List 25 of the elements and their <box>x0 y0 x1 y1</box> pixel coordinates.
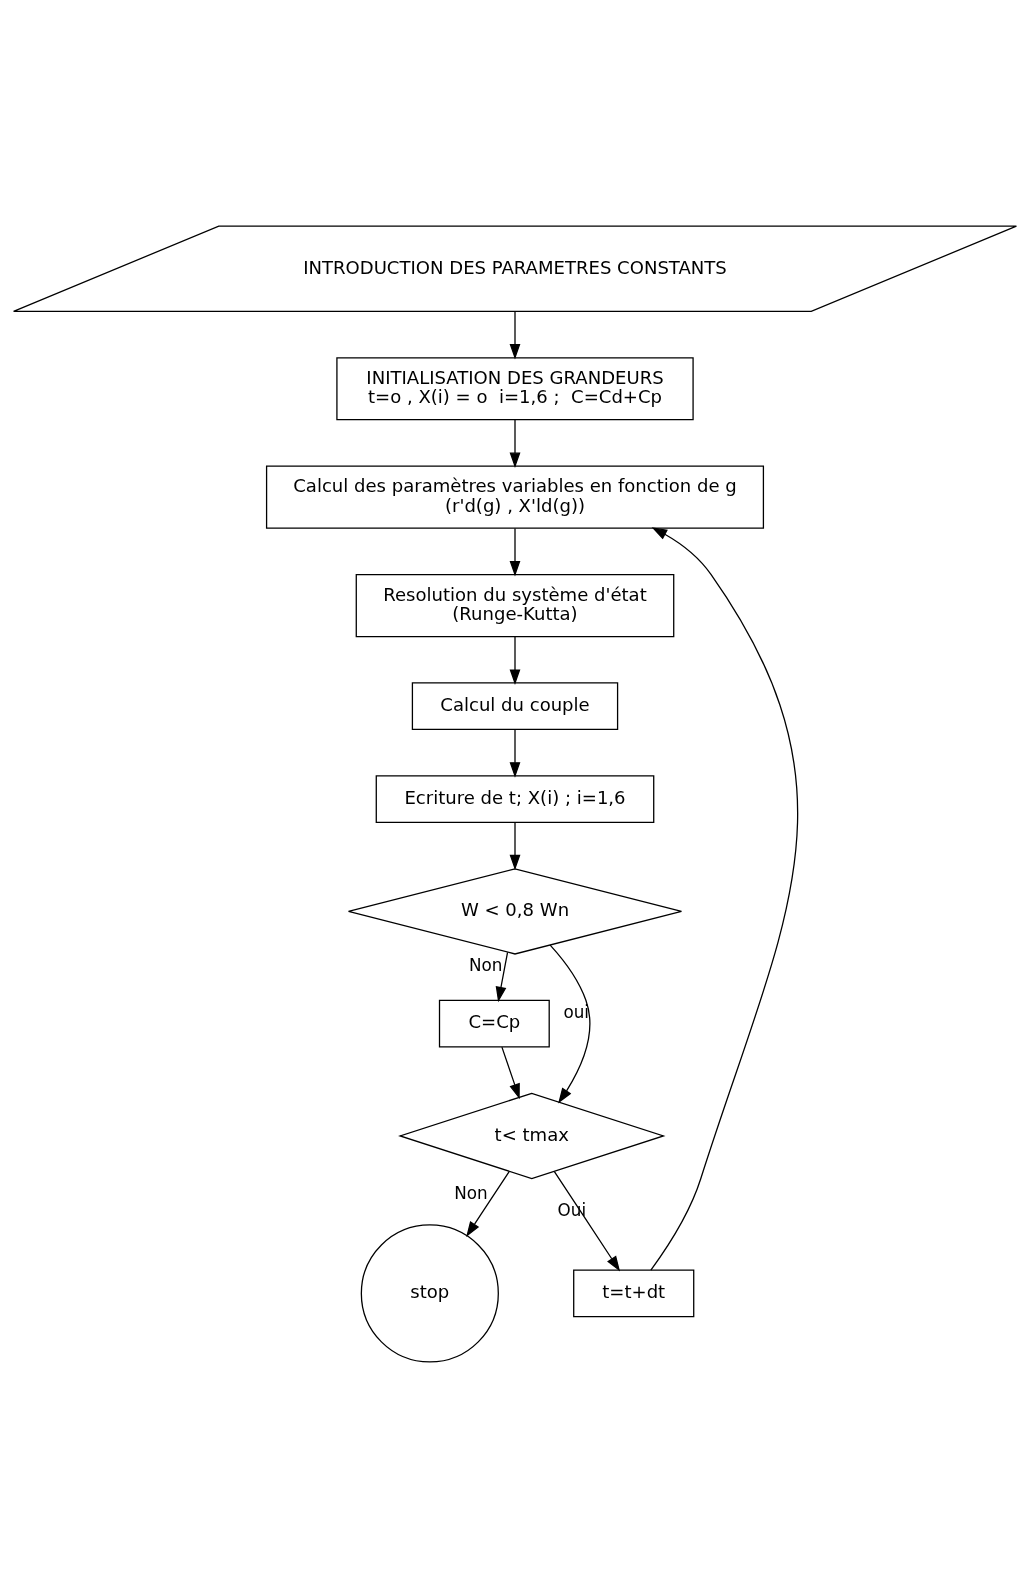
arrow <box>509 527 521 576</box>
node-box: Calcul du couple <box>411 681 619 730</box>
node-box: t=t+dt <box>573 1269 695 1317</box>
edge-label: Non <box>468 954 503 975</box>
arrow <box>509 821 521 870</box>
arrow <box>553 1170 621 1271</box>
arrow <box>509 418 521 468</box>
arrow <box>509 728 521 778</box>
node-diamond: t< tmax <box>398 1092 666 1179</box>
node-box: INITIALISATION DES GRANDEURS t=o , X(i) = o i=1,6 ; C=Cd+Cp <box>336 356 694 420</box>
arrow <box>650 526 799 1271</box>
node-diamond: W < 0,8 Wn <box>347 867 683 955</box>
arrow <box>509 635 521 685</box>
node-circle: stop <box>360 1223 499 1363</box>
edge-label: oui <box>563 1001 590 1022</box>
arrow <box>466 1170 510 1237</box>
arrow <box>495 951 509 1002</box>
node-box: Ecriture de t; X(i) ; i=1,6 <box>375 774 655 823</box>
arrow <box>501 1046 520 1099</box>
node-box: Resolution du système d'état (Runge-Kutta) <box>355 573 675 637</box>
edge-label: Non <box>454 1182 488 1203</box>
node-box: C=Cp <box>438 999 550 1048</box>
arrow <box>549 943 591 1103</box>
node-box: Calcul des paramètres variables en fonction de g (r'd(g) , X'ld(g)) <box>265 465 765 529</box>
arrow <box>509 310 521 359</box>
